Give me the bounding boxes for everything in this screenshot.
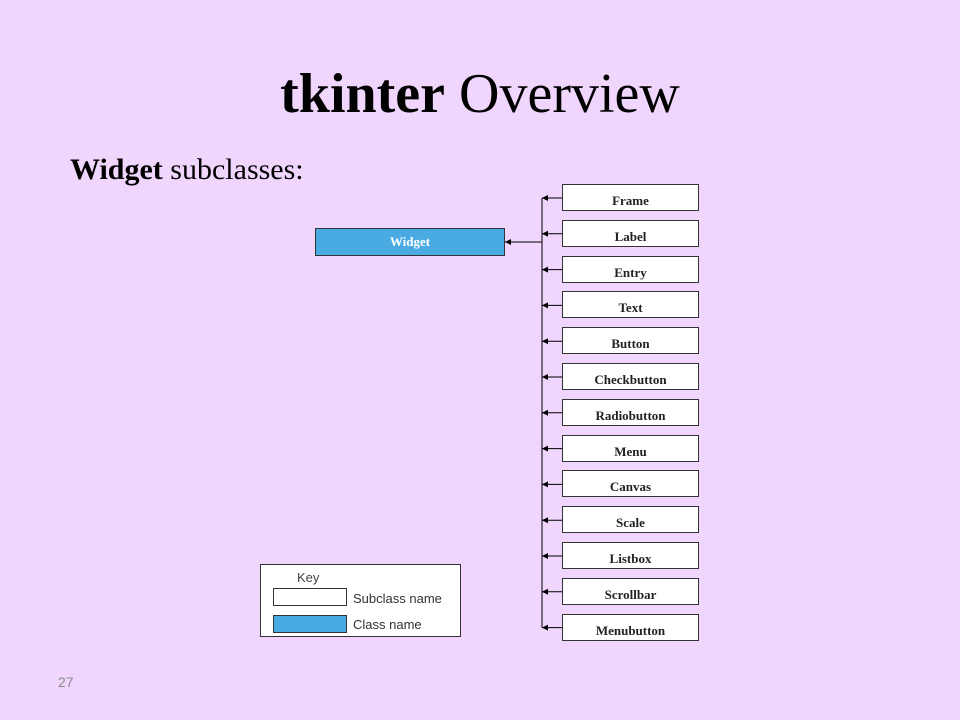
arrowhead-menubutton — [542, 624, 548, 631]
arrowhead-radiobutton — [542, 409, 548, 416]
subtitle-bold-part: Widget — [70, 153, 163, 186]
class-swatch — [273, 615, 347, 633]
title-bold-part: tkinter — [280, 63, 446, 125]
arrowhead-button — [542, 338, 548, 345]
arrowhead-checkbutton — [542, 374, 548, 380]
widget-class-box: Widget — [315, 228, 505, 256]
subclass-box-scale: Scale — [562, 506, 699, 534]
subclass-swatch — [273, 588, 347, 606]
arrowhead-menu — [542, 445, 548, 452]
arrowhead-label — [542, 230, 548, 237]
subclass-box-scrollbar: Scrollbar — [562, 577, 699, 605]
subclass-box-frame: Frame — [562, 184, 699, 211]
subclass-box-listbox: Listbox — [562, 542, 699, 569]
slide-number: 27 — [58, 674, 74, 690]
subclass-key-label: Subclass name — [353, 591, 442, 606]
arrowhead-scale — [542, 517, 548, 524]
arrowhead-entry — [542, 266, 548, 273]
slide-title: tkinter Overview — [0, 60, 960, 128]
key-title: Key — [297, 570, 320, 585]
subclass-box-text: Text — [562, 291, 699, 319]
subclass-box-menu: Menu — [562, 434, 699, 462]
subtitle: Widget subclasses: — [70, 150, 304, 190]
arrowhead-listbox — [542, 553, 548, 559]
arrowhead-text — [542, 302, 548, 309]
subclass-box-canvas: Canvas — [562, 470, 699, 498]
subclass-box-label: Label — [562, 219, 699, 247]
subclass-box-button: Button — [562, 327, 699, 355]
subclass-box-menubutton: Menubutton — [562, 613, 699, 641]
class-key-label: Class name — [353, 617, 422, 632]
arrowhead-widget — [505, 239, 511, 245]
subtitle-rest: subclasses: — [170, 153, 304, 186]
title-rest: Overview — [459, 63, 680, 125]
arrowhead-frame — [542, 195, 548, 201]
arrowhead-scrollbar — [542, 588, 548, 595]
subclass-box-checkbutton: Checkbutton — [562, 363, 699, 390]
legend-key: Key Subclass name Class name — [260, 564, 461, 637]
arrowhead-canvas — [542, 481, 548, 488]
subclass-box-radiobutton: Radiobutton — [562, 398, 699, 426]
subclass-box-entry: Entry — [562, 255, 699, 283]
